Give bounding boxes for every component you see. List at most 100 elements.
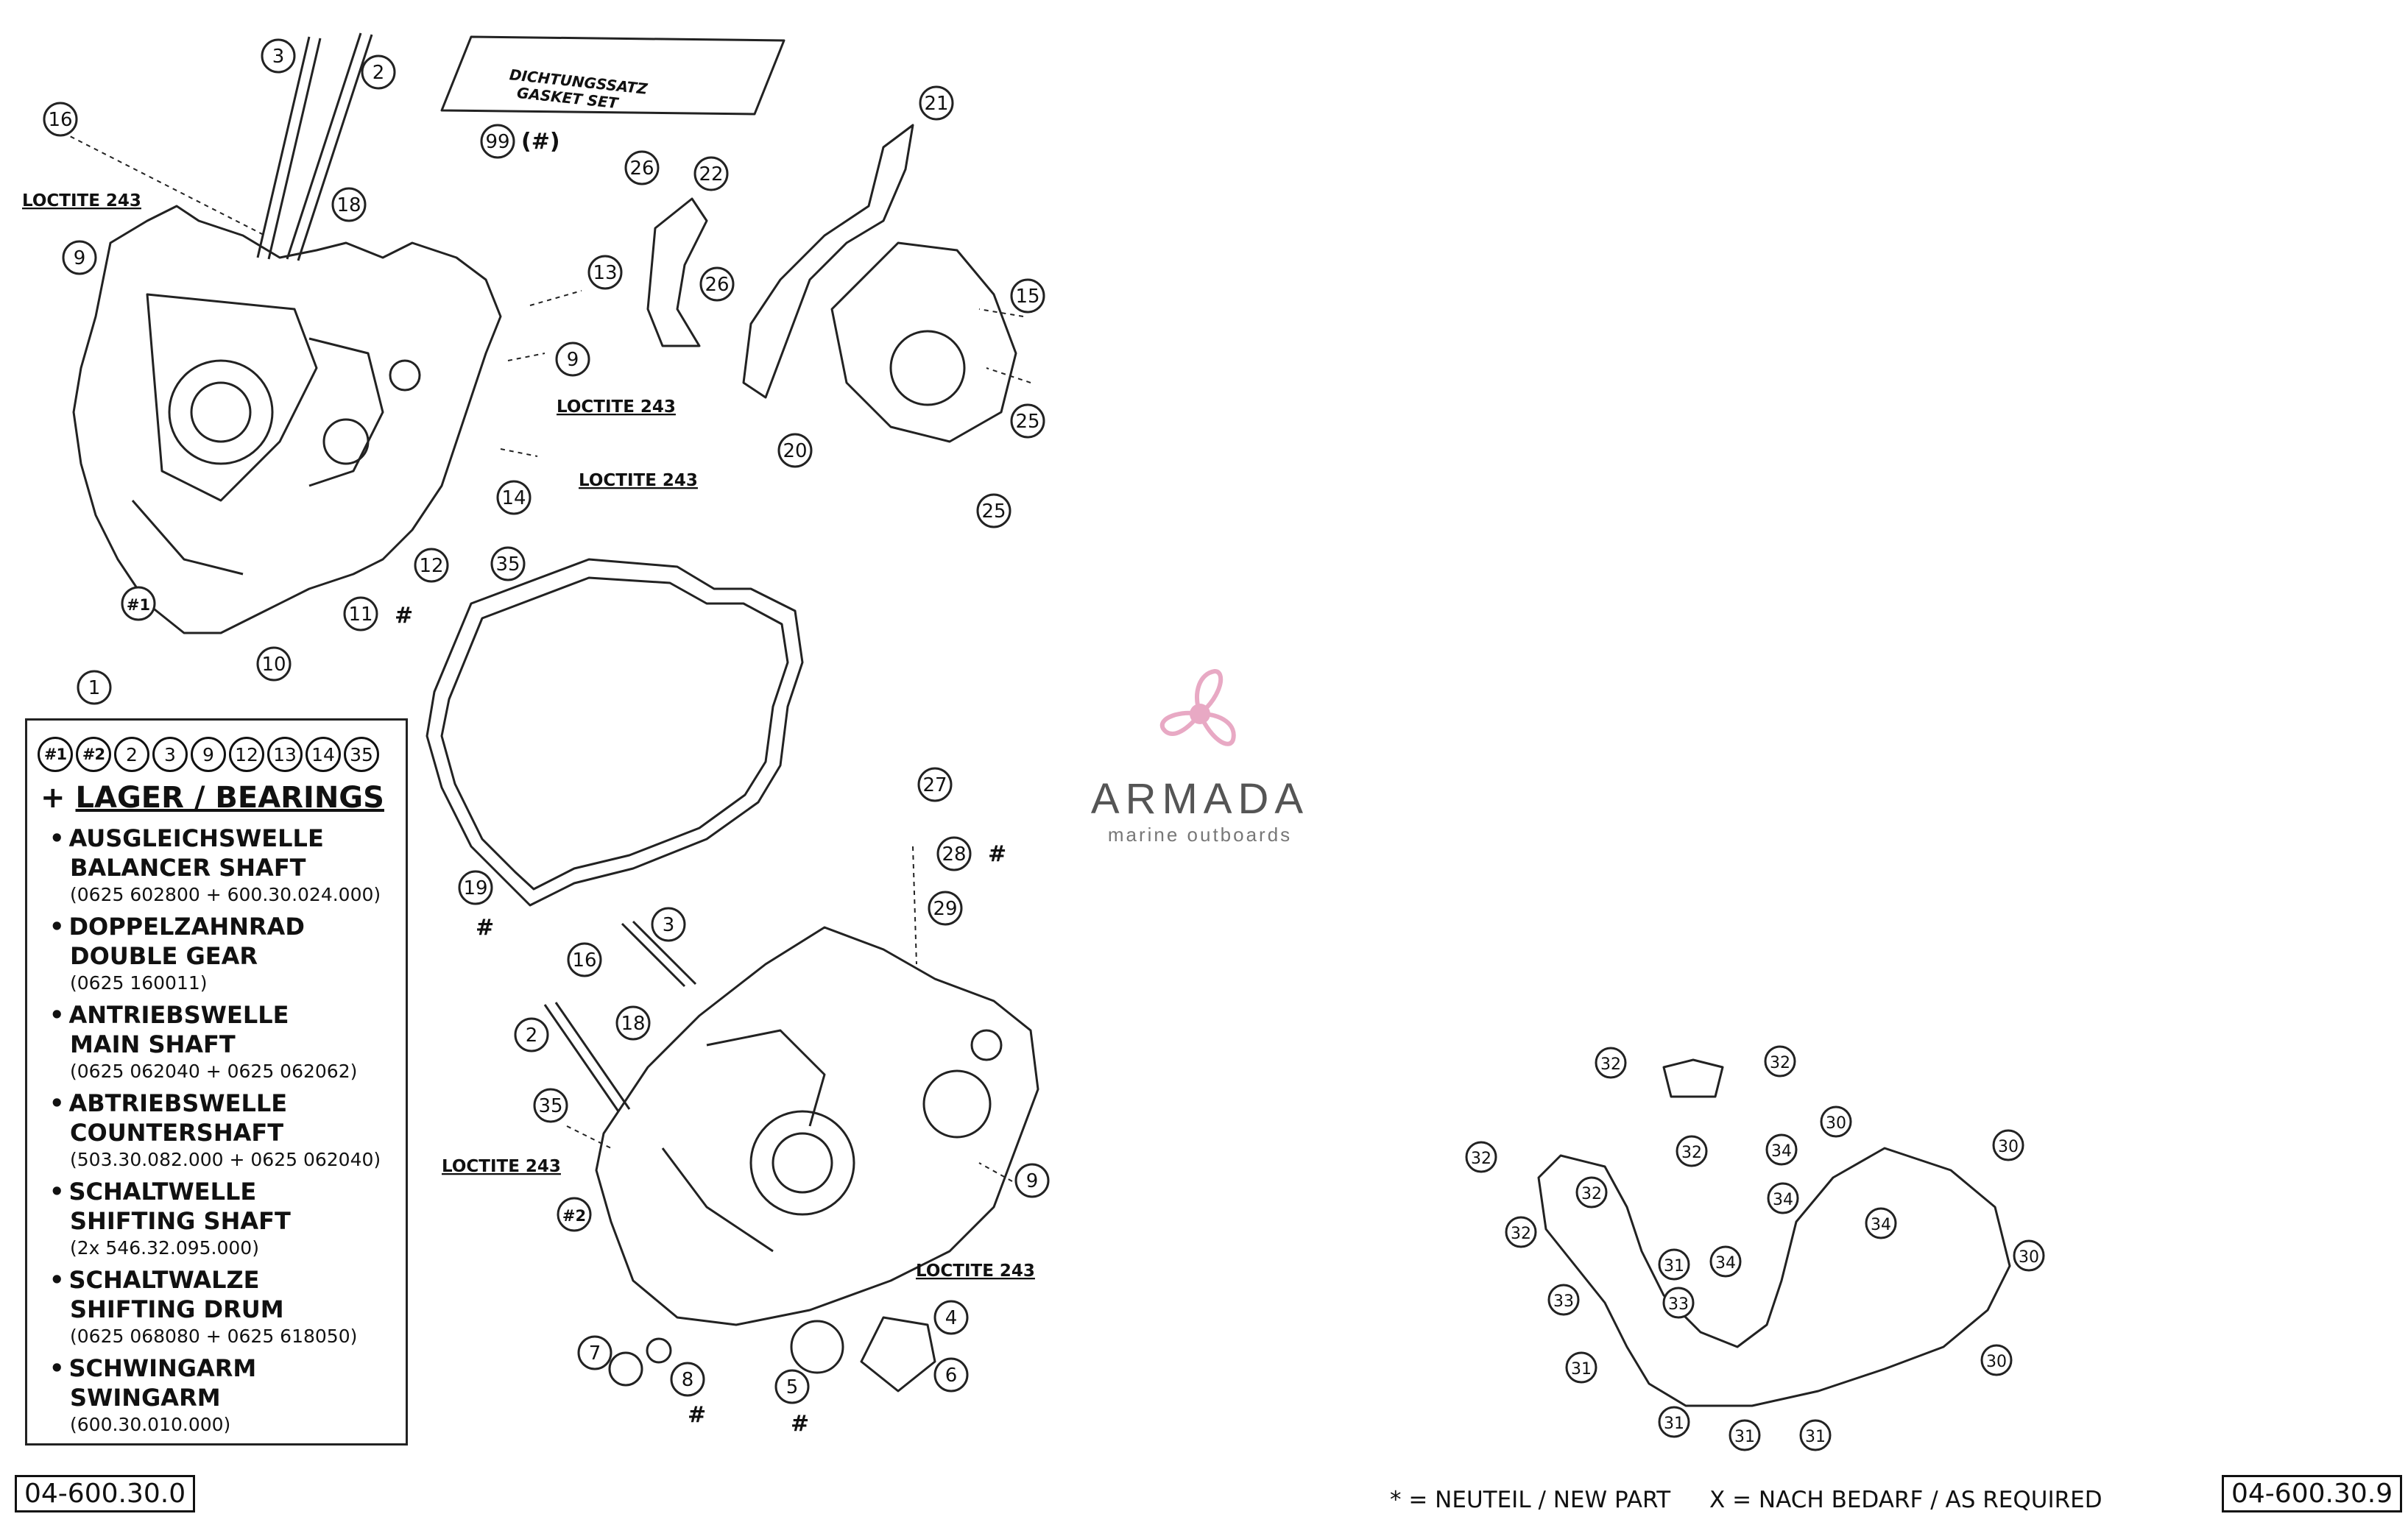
callout-label: 9 xyxy=(74,247,86,269)
callout-33: 33 xyxy=(1547,1284,1580,1316)
hash-mark: # xyxy=(476,915,494,941)
callout-label: 5 xyxy=(786,1376,799,1398)
callout-20: 20 xyxy=(777,433,813,468)
callout-16: 16 xyxy=(567,942,602,977)
legend-item-de: SCHWINGARM xyxy=(49,1354,403,1383)
callout-29: 29 xyxy=(928,891,963,926)
callout-32: 32 xyxy=(1505,1216,1537,1248)
legend-item-en: SWINGARM xyxy=(70,1384,221,1412)
legend-item-part-number: (600.30.010.000) xyxy=(70,1414,231,1435)
legend-item: SCHALTWALZE SHIFTING DRUM (0625 068080 +… xyxy=(49,1265,403,1349)
callout-9: 9 xyxy=(62,240,97,275)
legend-item-part-number: (503.30.082.000 + 0625 062040) xyxy=(70,1149,381,1170)
loctite-label: LOCTITE 243 xyxy=(442,1157,561,1176)
callout-32: 32 xyxy=(1465,1141,1497,1173)
callout-label: 30 xyxy=(1998,1138,2019,1156)
callout-label: 31 xyxy=(1664,1415,1684,1433)
callout-5: 5 xyxy=(774,1369,810,1404)
callout-label: 32 xyxy=(1770,1054,1790,1072)
cover-4 xyxy=(860,1316,936,1393)
legend-circle: 35 xyxy=(344,737,379,772)
callout-label: 21 xyxy=(924,93,948,115)
legend-item: SCHWINGARM SWINGARM (600.30.010.000) xyxy=(49,1354,403,1437)
hash-mark: (#) xyxy=(521,129,560,155)
callout-2: 2 xyxy=(361,54,396,90)
callout-label: 30 xyxy=(2019,1248,2039,1267)
legend-list: AUSGLEICHSWELLE BALANCER SHAFT (0625 602… xyxy=(49,824,403,1442)
callout-34: 34 xyxy=(1709,1245,1742,1278)
brand-name: ARMADA xyxy=(1090,775,1310,823)
callout-label: 31 xyxy=(1664,1257,1684,1275)
callout-1: 1 xyxy=(77,670,112,705)
callout-32: 32 xyxy=(1764,1045,1796,1078)
callout-33: 33 xyxy=(1662,1287,1695,1319)
legend-circle: 9 xyxy=(191,737,226,772)
callout-label: 33 xyxy=(1553,1292,1574,1311)
legend-item-en: COUNTERSHAFT xyxy=(70,1119,284,1147)
callout-30: 30 xyxy=(2013,1239,2045,1272)
callout-2: 2 xyxy=(514,1017,549,1052)
callout-32: 32 xyxy=(1676,1135,1708,1167)
callout-31: 31 xyxy=(1658,1406,1690,1438)
footnote-as-required: X = NACH BEDARF / AS REQUIRED xyxy=(1709,1487,2102,1513)
guide-22 xyxy=(646,197,708,347)
callout-label: 32 xyxy=(1581,1185,1602,1203)
propeller-logo-icon xyxy=(1159,668,1236,746)
callout-34: 34 xyxy=(1765,1133,1798,1166)
callout-12: 12 xyxy=(414,548,449,583)
ring-8 xyxy=(646,1337,672,1364)
callout-14: 14 xyxy=(496,480,532,515)
crankcase-half-2 xyxy=(595,926,1039,1326)
hash-mark: # xyxy=(791,1411,809,1437)
callout-9: 9 xyxy=(1014,1163,1050,1198)
callout-3: 3 xyxy=(651,907,686,942)
gasket-32-small xyxy=(1662,1058,1724,1098)
callout-25: 25 xyxy=(1010,403,1045,439)
callout-label: 15 xyxy=(1015,286,1039,308)
gasket-21 xyxy=(742,124,914,399)
callout-34: 34 xyxy=(1767,1182,1799,1214)
legend-item-de: ANTRIEBSWELLE xyxy=(49,1000,403,1030)
loctite-label: LOCTITE 243 xyxy=(22,191,141,210)
gasket-19 xyxy=(426,558,804,907)
callout-8: 8 xyxy=(670,1362,705,1397)
callout-label: 1 xyxy=(88,677,101,699)
callout-32: 32 xyxy=(1575,1176,1608,1209)
legend-plus: + xyxy=(40,781,66,815)
callout-22: 22 xyxy=(693,156,729,191)
callout-label: 7 xyxy=(589,1342,601,1365)
callout-label: 6 xyxy=(945,1365,958,1387)
callout-label: 33 xyxy=(1668,1295,1689,1314)
callout-label: 3 xyxy=(272,46,285,68)
legend-circle: #2 xyxy=(76,737,111,772)
callout-label: 3 xyxy=(663,914,675,936)
callout-label: 32 xyxy=(1511,1225,1531,1243)
legend-item-de: DOPPELZAHNRAD xyxy=(49,912,403,941)
callout-label: 18 xyxy=(621,1013,645,1035)
callout-6: 6 xyxy=(933,1357,969,1393)
legend-item: AUSGLEICHSWELLE BALANCER SHAFT (0625 602… xyxy=(49,824,403,907)
callout-label: 26 xyxy=(629,158,654,180)
callout-label: 35 xyxy=(538,1095,562,1117)
callout-99: 99 xyxy=(480,124,515,159)
callout-21: 21 xyxy=(919,85,954,121)
callout-3: 3 xyxy=(261,38,296,74)
crankcase-half-1 xyxy=(72,205,502,634)
callout-28: 28 xyxy=(936,836,972,871)
callout-label: 31 xyxy=(1734,1428,1755,1446)
footnote-new-part: * = NEUTEIL / NEW PART xyxy=(1390,1487,1671,1513)
legend-item-de: ABTRIEBSWELLE xyxy=(49,1089,403,1118)
callout-label: 30 xyxy=(1986,1353,2007,1371)
callout-30: 30 xyxy=(1992,1129,2024,1161)
hash-mark: # xyxy=(688,1402,706,1428)
drawing-code-left: 04-600.30.0 xyxy=(15,1475,196,1512)
stud-3-lower xyxy=(621,922,686,988)
brand-tagline: marine outboards xyxy=(1107,824,1293,846)
callout-label: 25 xyxy=(981,500,1006,523)
legend-circle: 13 xyxy=(267,737,303,772)
gasket-set-box xyxy=(440,35,785,116)
callout-11: 11 xyxy=(343,596,378,631)
legend-item-part-number: (0625 062040 + 0625 062062) xyxy=(70,1061,358,1082)
